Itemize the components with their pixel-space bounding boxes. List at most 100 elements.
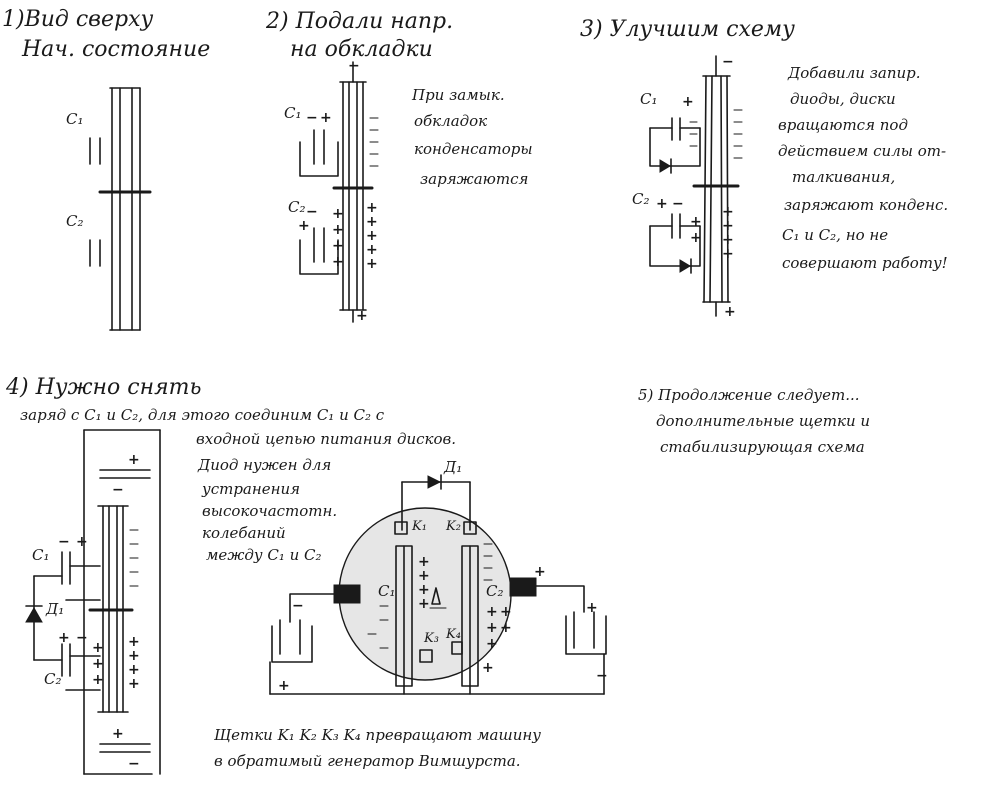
panel-4-note-line: между C₁ и C₂ [206,546,322,564]
panel-2-minus-top: − [348,58,360,74]
panel-2-note-line: обкладок [414,112,487,130]
svg-text:+: + [112,726,124,742]
machine-k3-label: K₃ [423,631,439,646]
panel-1-c1-label: C₁ [66,110,84,128]
svg-text:+: + [418,582,430,598]
panel-4-note: Диод нужен для устранения высокочастотн.… [197,456,337,564]
panel-2-plus-bottom: + [356,308,368,324]
panel-2-c2-label: C₂ [288,198,306,216]
svg-text:+: + [332,222,344,238]
panel-3-note-line: действием силы от- [778,142,946,160]
panel-3-note-line: Добавили запир. [787,64,921,82]
svg-text:+: + [418,554,430,570]
svg-text:+: + [722,232,734,248]
panel-4-note-line: Диод нужен для [197,456,331,474]
panel-3-c2-label: C₂ [632,190,650,208]
panel-5-line1: 5) Продолжение следует... [638,386,860,404]
panel-3-note-line: C₁ и C₂, но не [782,226,888,244]
svg-text:+: + [418,568,430,584]
svg-text:−: − [58,534,70,550]
svg-text:+: + [366,242,378,258]
svg-text:+: + [366,200,378,216]
svg-text:+: + [298,218,310,234]
svg-text:+: + [690,230,702,246]
svg-text:+: + [482,660,494,676]
panel-1-capacitor-c2: C₂ [66,212,101,267]
panel-4-diode-icon [25,606,43,623]
svg-text:+: + [128,634,140,650]
svg-text:+: + [128,676,140,692]
svg-text:+: + [366,228,378,244]
svg-text:+: + [320,110,332,126]
machine-brush-k1 [394,521,408,535]
svg-text:+: + [128,662,140,678]
svg-text:+: + [682,94,694,110]
panel-2-capacitor-c1: C₁ −+ [284,104,339,177]
svg-text:+: + [534,564,546,580]
panel-5-line3: стабилизирующая схема [660,438,865,456]
panel-1-title-line2: Нач. состояние [21,37,210,62]
panel-4-c2-label: C₂ [44,670,62,688]
panel-3-diode-2-icon [679,259,691,273]
svg-text:+: + [486,636,498,652]
svg-text:+: + [500,620,512,636]
machine-contact-left [333,584,361,604]
svg-text:+: + [418,596,430,612]
panel-3-diode-1-icon [659,159,671,173]
panel-3-note-line: заряжают конденс. [784,196,948,214]
panel-4-left-circuit: + − + − ++ ++ ++ + C₁ −+ [25,429,161,775]
machine-c1-label: C₁ [378,582,396,600]
machine-d1-label: Д₁ [443,458,462,476]
panel-1-capacitor-c1: C₁ [66,110,101,165]
panel-2-note-line: При замык. [411,86,505,104]
machine-k1-label: K₁ [411,519,427,534]
panel-2-capacitor-c2: C₂ −+ [288,198,339,275]
panel-2-disc-stack: − + ++ ++ + ++ ++ [332,58,379,324]
panel-3-title: 3) Улучшим схему [580,17,795,42]
panel-4-note-line: колебаний [202,524,286,542]
svg-text:+: + [278,678,290,694]
panel-4-charges: ++ ++ ++ + [92,529,140,692]
svg-text:+: + [586,600,598,616]
svg-text:−: − [672,196,684,212]
machine-diode-icon [427,475,442,489]
panel-2-charges-bottom: ++ ++ + ++ ++ [332,200,378,272]
svg-text:+: + [92,672,104,688]
panel-1-c2-label: C₂ [66,212,84,230]
panel-3-note-line: совершают работу! [782,254,948,272]
svg-text:+: + [332,206,344,222]
svg-text:+: + [76,534,88,550]
svg-text:+: + [722,218,734,234]
panel-1-disc-stack [98,87,152,331]
svg-text:−: − [306,110,318,126]
panel-3-note: Добавили запир. диоды, диски вращаются п… [778,64,948,272]
svg-text:+: + [486,604,498,620]
panel-2-charges-top [369,117,379,167]
panel-3-charges-top [689,109,743,159]
panel-3-disc-stack: − + ++ ++ ++ [689,54,743,320]
panel-5: 5) Продолжение следует... дополнительные… [638,386,870,456]
svg-text:−: − [128,756,140,772]
svg-text:−: − [596,668,608,684]
panel-2-c1-label: C₁ [284,104,302,122]
machine-k4-label: K₄ [445,627,461,642]
machine-brush-k3 [419,649,433,663]
panel-4-caption-line1: Щетки K₁ K₂ K₃ K₄ превращают машину [214,726,541,744]
panel-2-note-line: заряжаются [420,170,528,188]
panel-3-minus-top: − [722,54,734,70]
panel-2-note: При замык. обкладок конденсаторы заряжаю… [411,86,533,188]
svg-text:+: + [722,204,734,220]
panel-4-c1-label: C₁ [32,546,50,564]
svg-text:−: − [112,482,124,498]
svg-text:+: + [366,256,378,272]
panel-4-note-line: устранения [201,480,300,498]
panel-4: 4) Нужно снять заряд с C₁ и C₂, для этог… [5,375,608,775]
svg-text:+: + [92,640,104,656]
panel-4-title-line1: 4) Нужно снять [5,375,201,400]
panel-2-title-line1: 2) Подали напр. [265,9,453,34]
svg-text:+: + [656,196,668,212]
panel-3-capacitor-c2: C₂ +− [632,190,701,274]
panel-4-machine: Д₁ K₁ K₂ K₃ K₄ C₁ C₂ ++ ++ [269,458,608,695]
